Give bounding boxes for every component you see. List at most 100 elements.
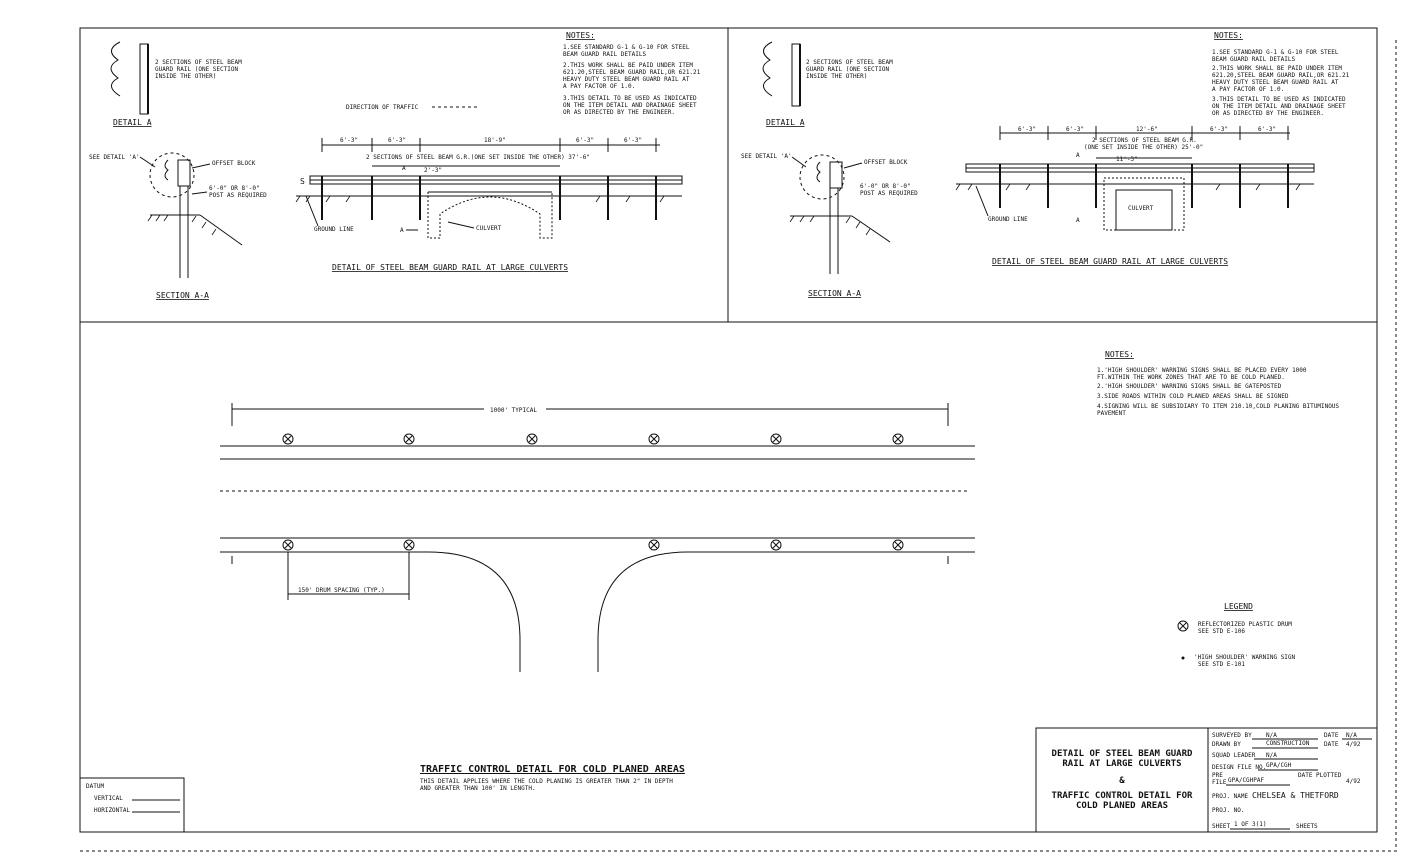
right-note-line: 621.20,STEEL BEAM GUARD RAIL,OR 621.21 [1212, 72, 1350, 79]
sign-symbol-icon [1181, 656, 1185, 660]
right-detail-a-note-2: GUARD RAIL (ONE SECTION [806, 66, 889, 73]
legend-sign-1: 'HIGH SHOULDER' WARNING SIGN [1194, 654, 1296, 661]
datum-title: DATUM [86, 783, 104, 790]
left-note-line: OR AS DIRECTED BY THE ENGINEER. [563, 109, 675, 116]
tb-file-label: FILE [1212, 779, 1227, 786]
right-note-line: 2.THIS WORK SHALL BE PAID UNDER ITEM [1212, 65, 1342, 72]
right-dim-2: 6'-3" [1066, 126, 1084, 133]
tb-plotted: 4/92 [1346, 778, 1361, 785]
left-dim-5: 6'-3" [624, 137, 642, 144]
title-block: DETAIL OF STEEL BEAM GUARD RAIL AT LARGE… [1035, 727, 1378, 833]
drum-icon [770, 539, 782, 551]
right-note-line: ON THE ITEM DETAIL AND DRAINAGE SHEET [1212, 103, 1346, 110]
right-culvert: CULVERT [1128, 205, 1154, 212]
right-beam-note-2: (ONE SET INSIDE THE OTHER) 25'-0" [1084, 144, 1203, 151]
tb-drawn: CONSTRUCTION [1266, 740, 1310, 747]
datum-box: DATUM VERTICAL HORIZONTAL [79, 777, 185, 833]
traffic-note-line: FT.WITHIN THE WORK ZONES THAT ARE TO BE … [1097, 374, 1285, 381]
title-line-3: TRAFFIC CONTROL DETAIL FOR [1052, 791, 1193, 801]
traffic-note-line: PAVEMENT [1097, 410, 1126, 417]
side-road-right-edge [597, 551, 689, 672]
right-beam-note-1: 2 SECTIONS OF STEEL BEAM G.R. [1092, 137, 1197, 144]
datum-vertical: VERTICAL [94, 795, 123, 802]
right-detail-a-note-1: 2 SECTIONS OF STEEL BEAM [806, 59, 893, 66]
left-section-title: SECTION A-A [156, 291, 209, 300]
drum-icon [282, 539, 294, 551]
traffic-plan: 1000' TYPICAL 150' DRUM SPACING (TYP.) T… [220, 403, 975, 792]
tb-file: GPA/CGHPAF [1228, 777, 1265, 784]
tb-squad: N/A [1266, 752, 1277, 759]
left-offset-block: OFFSET BLOCK [212, 160, 256, 167]
left-note-line: 2.THIS WORK SHALL BE PAID UNDER ITEM [563, 62, 693, 69]
drum-row-bottom [282, 539, 904, 551]
tb-proj-label: PROJ. NAME [1212, 793, 1249, 800]
left-detail-a-title: DETAIL A [113, 118, 152, 127]
drum-icon [282, 433, 294, 445]
right-section-title: SECTION A-A [808, 289, 861, 298]
left-post-note-1: 6'-0" OR 8'-0" [209, 185, 260, 192]
title-line-4: COLD PLANED AREAS [1076, 801, 1168, 811]
left-note-line: HEAVY DUTY STEEL BEAM GUARD RAIL AT [563, 76, 690, 83]
legend: LEGEND REFLECTORIZED PLASTIC DRUM SEE ST… [1177, 602, 1296, 668]
tb-surveyed-label: SURVEYED BY [1212, 732, 1252, 739]
right-detail-a: 2 SECTIONS OF STEEL BEAM GUARD RAIL (ONE… [762, 41, 893, 127]
tb-proj: CHELSEA & THETFORD [1252, 791, 1339, 800]
left-elevation: DIRECTION OF TRAFFIC 6'-3" 6'-3" 18'-9" … [295, 104, 683, 272]
drum-icon [648, 539, 660, 551]
left-culvert: CULVERT [476, 225, 502, 232]
tb-date2-label: DATE [1324, 741, 1339, 748]
traffic-typical: 1000' TYPICAL [490, 407, 537, 414]
drum-symbol-icon [1177, 620, 1189, 632]
right-sub-dim: 11'-3" [1116, 156, 1138, 163]
traffic-note-line: 4.SIGNING WILL BE SUBSIDIARY TO ITEM 210… [1097, 403, 1339, 410]
svg-text:A: A [1076, 152, 1080, 159]
right-note-line: HEAVY DUTY STEEL BEAM GUARD RAIL AT [1212, 79, 1339, 86]
title-line-1: DETAIL OF STEEL BEAM GUARD [1052, 749, 1193, 759]
svg-text:A: A [1076, 217, 1080, 224]
traffic-note-line: 2.'HIGH SHOULDER' WARNING SIGNS SHALL BE… [1097, 383, 1282, 390]
right-dim-3: 12'-6" [1136, 126, 1158, 133]
right-post-note-1: 6'-0" OR 8'-0" [860, 183, 911, 190]
left-ground-line: GROUND LINE [314, 226, 354, 233]
right-note-line: BEAM GUARD RAIL DETAILS [1212, 56, 1295, 63]
right-elevation: 6'-3" 6'-3" 12'-6" 6'-3" 6'-3" 2 SECTION… [955, 126, 1315, 266]
legend-sign-2: SEE STD E-101 [1198, 661, 1245, 668]
left-note-line: 621.20,STEEL BEAM GUARD RAIL,OR 621.21 [563, 69, 701, 76]
traffic-notes: NOTES: 1.'HIGH SHOULDER' WARNING SIGNS S… [1097, 350, 1339, 417]
tb-design: GPA/CGH [1266, 762, 1292, 769]
tb-date1: N/A [1346, 732, 1357, 739]
left-detail-a-note-2: GUARD RAIL (ONE SECTION [155, 66, 238, 73]
tb-squad-label: SQUAD LEADER [1212, 752, 1256, 759]
svg-text:A: A [400, 227, 404, 234]
tb-sheet: 1 OF 3(1) [1234, 821, 1267, 828]
right-note-line: A PAY FACTOR OF 1.0. [1212, 86, 1284, 93]
tb-sheets-label: SHEETS [1296, 823, 1318, 830]
drum-row-top [282, 433, 904, 445]
side-road-left-edge [427, 551, 521, 672]
left-detail-a-note-1: 2 SECTIONS OF STEEL BEAM [155, 59, 242, 66]
title-line-2: RAIL AT LARGE CULVERTS [1062, 759, 1181, 769]
left-post-note-2: POST AS REQUIRED [209, 192, 267, 199]
right-detail-title: DETAIL OF STEEL BEAM GUARD RAIL AT LARGE… [992, 257, 1228, 266]
right-note-line: 1.SEE STANDARD G-1 & G-10 FOR STEEL [1212, 49, 1339, 56]
traffic-title: TRAFFIC CONTROL DETAIL FOR COLD PLANED A… [420, 764, 685, 775]
right-ground-line: GROUND LINE [988, 216, 1028, 223]
traffic-note-line: 1.'HIGH SHOULDER' WARNING SIGNS SHALL BE… [1097, 367, 1307, 374]
tb-drawn-label: DRAWN BY [1212, 741, 1241, 748]
right-notes-title: NOTES: [1214, 31, 1243, 40]
left-note-line: A PAY FACTOR OF 1.0. [563, 83, 635, 90]
left-detail-title: DETAIL OF STEEL BEAM GUARD RAIL AT LARGE… [332, 263, 568, 272]
drum-icon [403, 433, 415, 445]
traffic-subtitle-2: AND GREATER THAN 100' IN LENGTH. [420, 785, 536, 792]
drum-icon [892, 433, 904, 445]
right-detail-a-note-3: INSIDE THE OTHER) [806, 73, 867, 80]
left-notes: NOTES: 1.SEE STANDARD G-1 & G-10 FOR STE… [563, 31, 701, 116]
left-see-detail: SEE DETAIL 'A' [89, 154, 140, 161]
svg-text:A: A [402, 165, 406, 172]
traffic-notes-title: NOTES: [1105, 350, 1134, 359]
left-detail-a: 2 SECTIONS OF STEEL BEAM GUARD RAIL (ONE… [110, 41, 242, 127]
right-dim-1: 6'-3" [1018, 126, 1036, 133]
right-post-note-2: POST AS REQUIRED [860, 190, 918, 197]
tb-pre-label: PRE [1212, 772, 1223, 779]
right-notes: NOTES: 1.SEE STANDARD G-1 & G-10 FOR STE… [1212, 31, 1350, 117]
